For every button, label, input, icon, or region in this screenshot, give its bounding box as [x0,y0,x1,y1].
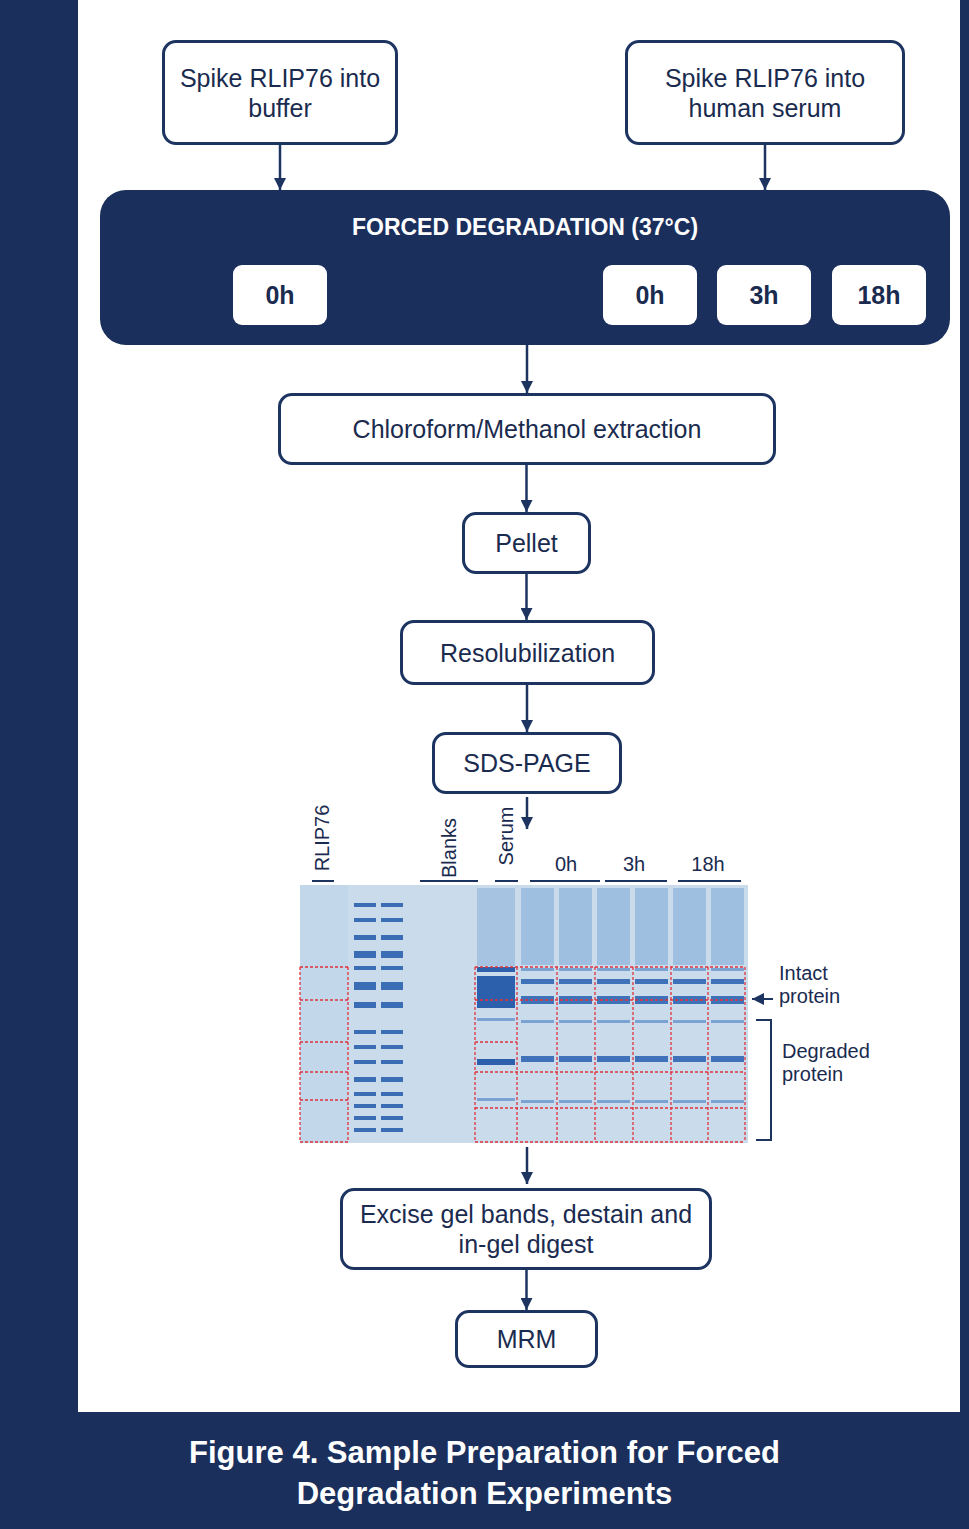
gel-image [300,885,748,1143]
node-text: Spike RLIP76 into human serum [636,63,894,123]
timepoint-box: 0h [603,265,697,325]
node-text: 0h [265,280,294,310]
node-text: Pellet [495,528,558,558]
flow-arrow [764,145,767,190]
flow-arrow [525,465,528,512]
lane-label: 3h [623,853,645,876]
flow-arrow [525,1270,528,1310]
pointer-arrow [752,998,773,1000]
serum-smear [477,888,515,966]
timepoint-box: 18h [832,265,926,325]
process-box: Chloroform/Methanol extraction [278,393,776,465]
stage-band: FORCED DEGRADATION (37°C) 0h 0h 3h 18h [100,190,950,345]
band-annotation: Degraded protein [782,1040,874,1086]
caption-band: Figure 4. Sample Preparation for Forced … [0,1418,969,1529]
flow-arrow [526,1147,529,1184]
sample-smears [521,888,744,965]
node-text: SDS-PAGE [463,748,590,778]
lane-label: 18h [691,853,724,876]
white-panel [78,0,960,1412]
node-text: MRM [497,1324,557,1354]
lane-label: 0h [555,853,577,876]
flow-arrow [279,145,282,190]
serum-bands [477,967,515,1065]
lane-label: RLIP76 [311,805,334,872]
bracket [756,1020,771,1140]
rlip-lane [300,885,348,1143]
node-text: 3h [749,280,778,310]
lane-label: Blanks [438,818,461,878]
node-text: Chloroform/Methanol extraction [353,414,702,444]
ladder-bands [354,903,403,1132]
process-box: Spike RLIP76 into human serum [625,40,905,145]
lane-bars [312,880,741,882]
node-text: 18h [857,280,900,310]
flow-arrow [526,797,529,829]
node-text: FORCED DEGRADATION (37°C) [100,214,950,242]
process-box: MRM [455,1310,598,1368]
excision-grid [300,967,745,1142]
node-text: Spike RLIP76 into buffer [173,63,387,123]
node-text: 0h [635,280,664,310]
process-box: Excise gel bands, destain and in-gel dig… [340,1188,712,1270]
node-text: Excise gel bands, destain and in-gel dig… [351,1199,701,1259]
flow-arrow [526,345,529,393]
flow-arrow [525,574,528,620]
figure-caption: Figure 4. Sample Preparation for Forced … [95,1433,875,1514]
flow-arrow [526,685,529,732]
timepoint-box: 3h [717,265,811,325]
process-box: Pellet [462,512,591,574]
gel-background [300,885,748,1143]
node-text: Resolubilization [440,638,615,668]
process-box: Spike RLIP76 into buffer [162,40,398,145]
lane-label: Serum [495,807,518,866]
process-box: SDS-PAGE [432,732,622,794]
band-annotation: Intact protein [779,962,861,1008]
process-box: Resolubilization [400,620,655,685]
timepoint-box: 0h [233,265,327,325]
